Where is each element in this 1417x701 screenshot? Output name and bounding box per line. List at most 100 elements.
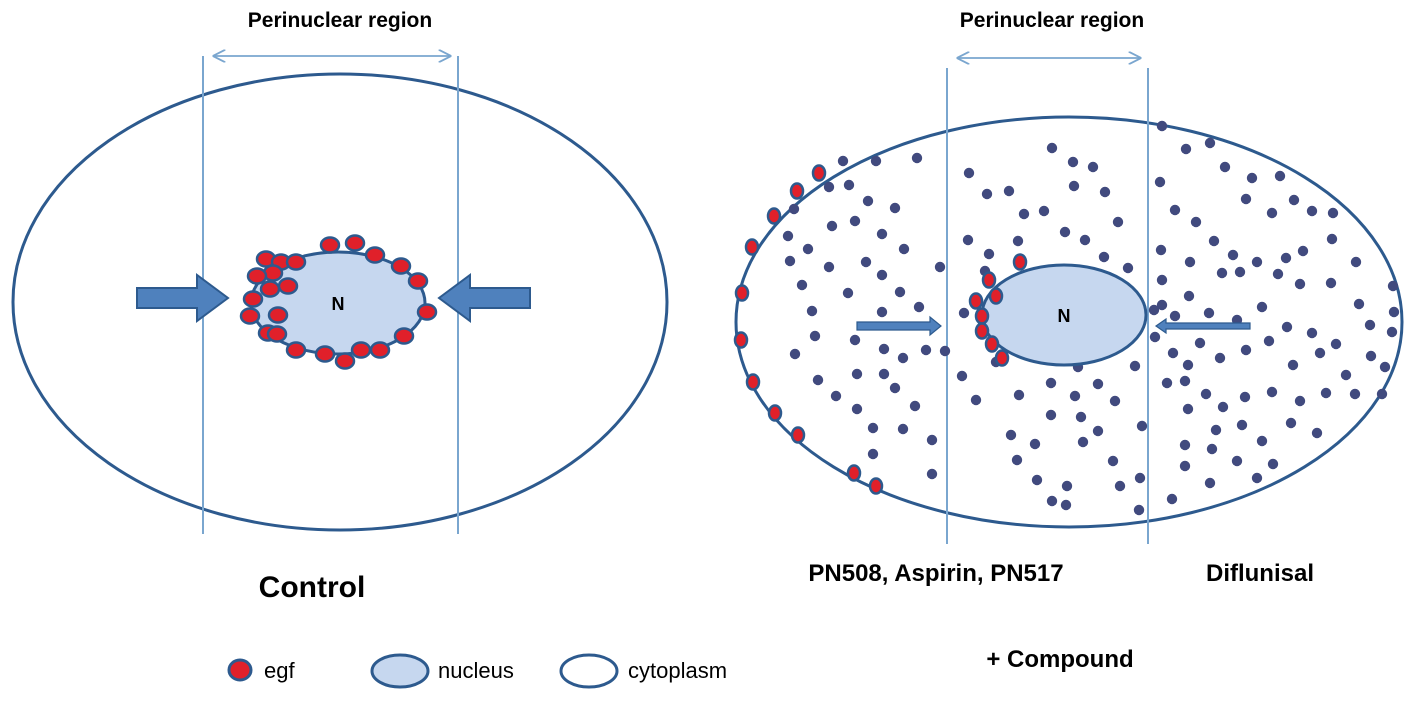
egf-dot xyxy=(1077,436,1089,448)
egf-dot xyxy=(1068,180,1080,192)
control-panel: Perinuclear region N Control xyxy=(11,9,669,604)
egf-marker xyxy=(350,341,372,359)
egf-dot xyxy=(1353,298,1365,310)
egf-dot xyxy=(1216,267,1228,279)
egf-marker xyxy=(733,331,749,349)
inward-arrow-right xyxy=(437,273,531,323)
egf-dot xyxy=(1038,205,1050,217)
egf-dot xyxy=(1046,495,1058,507)
egf-dot xyxy=(1075,411,1087,423)
egf-dot xyxy=(1087,161,1099,173)
egf-dot xyxy=(1069,390,1081,402)
egf-legend-icon xyxy=(227,658,253,682)
egf-dot xyxy=(1167,347,1179,359)
egf-dot xyxy=(1046,142,1058,154)
egf-dot xyxy=(812,374,824,386)
egf-dot xyxy=(1285,417,1297,429)
egf-dot xyxy=(956,370,968,382)
egf-dot xyxy=(1099,186,1111,198)
egf-dot xyxy=(823,261,835,273)
egf-marker xyxy=(285,253,307,271)
egf-dot xyxy=(788,203,800,215)
egf-dot xyxy=(1204,137,1216,149)
perinuclear-region-label: Perinuclear region xyxy=(248,9,432,32)
egf-marker xyxy=(393,327,415,345)
egf-dot xyxy=(1246,172,1258,184)
egf-marker xyxy=(416,303,438,321)
egf-dot xyxy=(1200,388,1212,400)
egf-dot xyxy=(1204,477,1216,489)
egf-marker xyxy=(974,307,990,325)
nucleus-legend-label: nucleus xyxy=(438,658,514,683)
egf-dot xyxy=(849,215,861,227)
egf-dot xyxy=(1274,170,1286,182)
egf-marker xyxy=(246,267,268,285)
egf-marker xyxy=(266,325,288,343)
egf-dot xyxy=(843,179,855,191)
egf-dot xyxy=(1236,419,1248,431)
egf-marker xyxy=(407,272,429,290)
egf-legend-label: egf xyxy=(264,658,295,683)
egf-dot xyxy=(1311,427,1323,439)
egf-marker xyxy=(277,277,299,295)
egf-dot xyxy=(842,287,854,299)
egf-dot xyxy=(1179,439,1191,451)
compounds-label: PN508, Aspirin, PN517 xyxy=(808,560,1063,587)
egf-dot xyxy=(1364,319,1376,331)
egf-dot xyxy=(1256,435,1268,447)
egf-dot xyxy=(1067,156,1079,168)
egf-dot xyxy=(1155,244,1167,256)
egf-marker xyxy=(1012,253,1028,271)
egf-dot xyxy=(1060,499,1072,511)
egf-dot xyxy=(1129,360,1141,372)
egf-dot xyxy=(1003,185,1015,197)
egf-dot xyxy=(926,434,938,446)
egf-dot xyxy=(1349,388,1361,400)
egf-dot xyxy=(909,400,921,412)
nucleus-label: N xyxy=(1058,306,1071,326)
egf-dot xyxy=(1156,299,1168,311)
egf-marker xyxy=(981,271,997,289)
egf-dot xyxy=(1240,193,1252,205)
egf-dot xyxy=(784,255,796,267)
egf-dot xyxy=(823,181,835,193)
egf-dot xyxy=(1388,306,1400,318)
egf-dot xyxy=(867,448,879,460)
egf-dot xyxy=(851,403,863,415)
egf-dot xyxy=(1376,388,1388,400)
egf-marker xyxy=(344,234,366,252)
egf-dot xyxy=(981,188,993,200)
egf-dot xyxy=(862,195,874,207)
egf-dot xyxy=(1327,207,1339,219)
egf-dot xyxy=(1227,249,1239,261)
egf-dot xyxy=(962,234,974,246)
egf-dot xyxy=(1294,395,1306,407)
egf-dot xyxy=(1217,401,1229,413)
egf-dot xyxy=(1280,252,1292,264)
egf-dot xyxy=(1045,377,1057,389)
egf-dot xyxy=(802,243,814,255)
egf-dot xyxy=(939,345,951,357)
egf-dot xyxy=(1208,235,1220,247)
egf-dot xyxy=(1013,389,1025,401)
egf-dot xyxy=(1365,350,1377,362)
egf-dot xyxy=(1133,504,1145,516)
egf-marker xyxy=(766,207,782,225)
dispersed-egf-dots xyxy=(782,120,1400,516)
egf-dot xyxy=(1256,301,1268,313)
egf-dot xyxy=(1169,310,1181,322)
nucleus-label: N xyxy=(332,294,345,314)
egf-dot xyxy=(1184,256,1196,268)
egf-dot xyxy=(1206,443,1218,455)
egf-dot xyxy=(1092,378,1104,390)
egf-dot xyxy=(876,306,888,318)
egf-dot xyxy=(1325,277,1337,289)
egf-marker xyxy=(994,349,1010,367)
egf-dot xyxy=(1263,335,1275,347)
egf-dot xyxy=(1219,161,1231,173)
egf-dot xyxy=(889,202,901,214)
egf-dot xyxy=(1161,377,1173,389)
egf-dot xyxy=(1018,208,1030,220)
egf-dot xyxy=(1166,493,1178,505)
egf-dot xyxy=(897,423,909,435)
